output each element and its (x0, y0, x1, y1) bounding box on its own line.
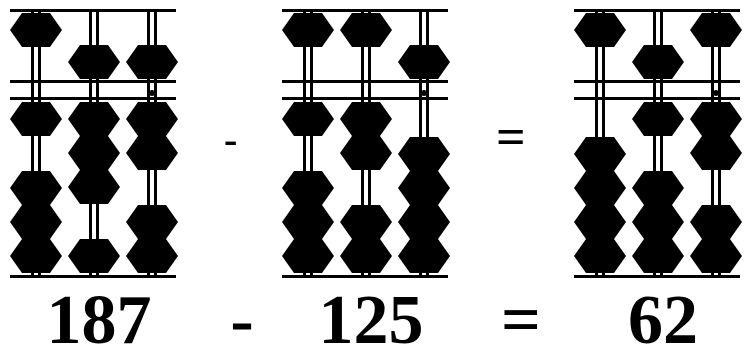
earth-bead (574, 171, 626, 205)
earth-bead (574, 239, 626, 273)
abacus-beam-top (574, 80, 740, 83)
earth-bead (282, 102, 334, 136)
unit-dot (149, 90, 155, 96)
earth-bead (690, 102, 742, 136)
earth-bead (340, 239, 392, 273)
earth-bead (68, 102, 120, 136)
heaven-bead (690, 13, 742, 47)
earth-bead (632, 171, 684, 205)
heaven-bead (10, 13, 62, 47)
earth-bead (68, 136, 120, 170)
abacus-beam-bottom (10, 97, 176, 100)
earth-bead (126, 102, 178, 136)
abacus-drawing (0, 0, 748, 285)
earth-bead (632, 102, 684, 136)
earth-bead (10, 171, 62, 205)
number-result: 62 (598, 286, 728, 356)
abacus-beam-top (10, 80, 176, 83)
heaven-bead (282, 13, 334, 47)
equals-sign: = (496, 112, 526, 164)
earth-bead (282, 239, 334, 273)
earth-bead (398, 239, 450, 273)
earth-bead (340, 102, 392, 136)
equation-minus-sign: - (222, 286, 262, 356)
earth-bead (282, 205, 334, 239)
number-subtrahend: 125 (296, 286, 446, 356)
abacus-bottom-bar (282, 275, 448, 278)
abacus-beam-bottom (282, 97, 448, 100)
abacus-top-bar (282, 9, 448, 12)
unit-dot (713, 90, 719, 96)
unit-dot (421, 90, 427, 96)
earth-bead (632, 239, 684, 273)
earth-bead (574, 205, 626, 239)
abacus-beam-bottom (574, 97, 740, 100)
equation-equals-sign: = (496, 286, 546, 356)
earth-bead (398, 171, 450, 205)
earth-bead (398, 205, 450, 239)
heaven-bead (340, 13, 392, 47)
heaven-bead (126, 45, 178, 79)
abacus-beam-top (282, 80, 448, 83)
earth-bead (126, 239, 178, 273)
earth-bead (10, 205, 62, 239)
earth-bead (340, 205, 392, 239)
number-minuend: 187 (24, 286, 174, 356)
heaven-bead (68, 45, 120, 79)
earth-bead (68, 239, 120, 273)
earth-bead (632, 205, 684, 239)
abacus-bottom-bar (10, 275, 176, 278)
earth-bead (68, 170, 120, 204)
earth-bead (690, 205, 742, 239)
heaven-bead (632, 45, 684, 79)
abacus-top-bar (10, 9, 176, 12)
earth-bead (690, 136, 742, 170)
heaven-bead (574, 13, 626, 47)
earth-bead (282, 171, 334, 205)
heaven-bead (398, 45, 450, 79)
abacus-top-bar (574, 9, 740, 12)
earth-bead (574, 137, 626, 171)
minus-sign: - (224, 120, 237, 160)
earth-bead (690, 239, 742, 273)
earth-bead (126, 205, 178, 239)
earth-bead (10, 102, 62, 136)
earth-bead (340, 136, 392, 170)
earth-bead (398, 137, 450, 171)
earth-bead (10, 239, 62, 273)
earth-bead (126, 136, 178, 170)
abacus-bottom-bar (574, 275, 740, 278)
